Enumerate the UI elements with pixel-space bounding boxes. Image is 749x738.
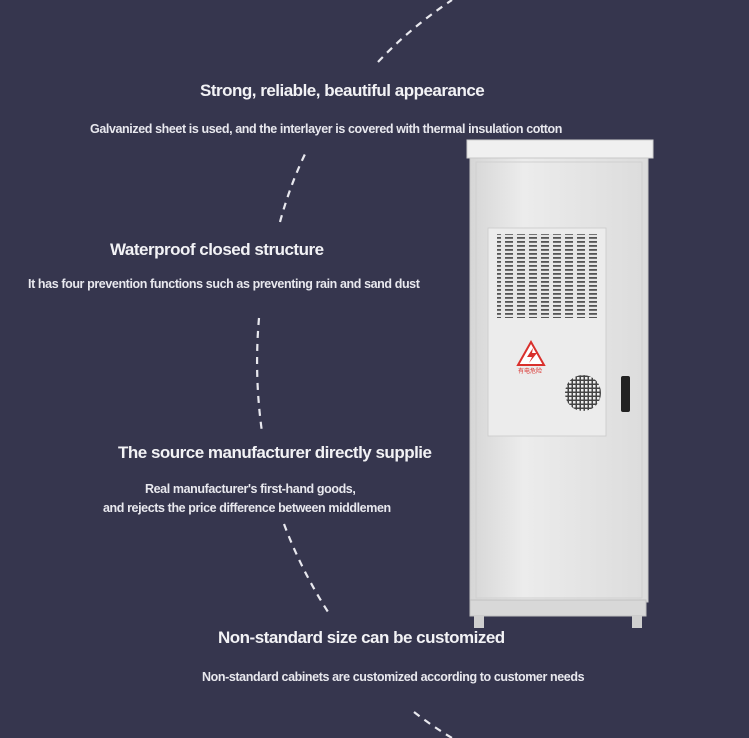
feature-1-title: Strong, reliable, beautiful appearance (200, 81, 485, 100)
feature-1-description: Galvanized sheet is used, and the interl… (90, 122, 562, 136)
feature-4-description: Non-standard cabinets are customized acc… (202, 670, 585, 684)
feature-3-title: The source manufacturer directly supplie (118, 443, 432, 462)
feature-3-description-line-1: Real manufacturer's first-hand goods, (145, 482, 356, 496)
door-handle-icon (621, 376, 630, 412)
feature-4-title: Non-standard size can be customized (218, 628, 505, 647)
fan-grill-icon (565, 375, 601, 411)
warning-label: 有电危险 (518, 369, 543, 375)
warning-triangle-icon (516, 339, 546, 366)
feature-2-description: It has four prevention functions such as… (28, 277, 420, 291)
feature-3-description-line-2: and rejects the price difference between… (103, 501, 391, 515)
feature-2-title: Waterproof closed structure (110, 240, 324, 259)
